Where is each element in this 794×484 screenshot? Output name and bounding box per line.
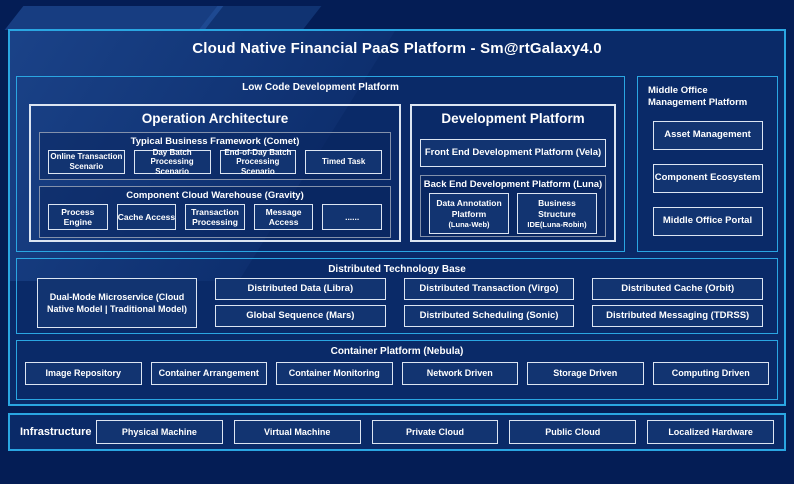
comet-title: Typical Business Framework (Comet) bbox=[130, 136, 300, 147]
distributed-item: Distributed Messaging (TDRSS) bbox=[592, 305, 764, 327]
back-end-title: Back End Development Platform (Luna) bbox=[423, 179, 603, 190]
container-item: Image Repository bbox=[25, 362, 142, 385]
gravity-item: Transaction Processing bbox=[185, 204, 245, 230]
infrastructure-item: Virtual Machine bbox=[233, 420, 361, 444]
gravity-items-row: Process Engine Cache Access Transaction … bbox=[40, 201, 390, 230]
component-cloud-warehouse-box: Component Cloud Warehouse (Gravity) Proc… bbox=[39, 186, 391, 238]
distributed-item: Distributed Scheduling (Sonic) bbox=[403, 305, 575, 327]
gravity-item: Message Access bbox=[253, 204, 314, 230]
dual-mode-microservice-box: Dual-Mode Microservice (Cloud Native Mod… bbox=[37, 278, 197, 328]
infrastructure-item: Physical Machine bbox=[96, 420, 223, 444]
leaf-line: (Luna-Web) bbox=[448, 219, 490, 229]
container-items-row: Image Repository Container Arrangement C… bbox=[17, 357, 777, 385]
container-item: Container Monitoring bbox=[276, 362, 393, 385]
middle-office-item: Component Ecosystem bbox=[652, 163, 763, 193]
distributed-column: Distributed Data (Libra) Global Sequence… bbox=[215, 278, 386, 327]
gravity-title: Component Cloud Warehouse (Gravity) bbox=[126, 190, 304, 201]
container-item: Computing Driven bbox=[652, 362, 769, 385]
middle-office-item: Asset Management bbox=[652, 120, 763, 150]
distributed-column: Distributed Cache (Orbit) Distributed Me… bbox=[592, 278, 764, 327]
front-end-platform-box: Front End Development Platform (Vela) bbox=[420, 139, 606, 167]
infrastructure-label: Infrastructure bbox=[20, 426, 92, 438]
comet-items-row: Online Transaction Scenario Day Batch Pr… bbox=[40, 147, 390, 176]
section-low-code-development-platform: Low Code Development Platform Operation … bbox=[16, 76, 625, 252]
data-annotation-platform-box: Data Annotation Platform (Luna-Web) bbox=[429, 193, 509, 234]
section-container-platform: Container Platform (Nebula) Image Reposi… bbox=[16, 340, 778, 400]
distributed-label: Distributed Technology Base bbox=[328, 264, 466, 275]
section-distributed-technology-base: Distributed Technology Base Dual-Mode Mi… bbox=[16, 258, 778, 334]
gravity-item: ...... bbox=[322, 204, 382, 230]
infrastructure-item: Public Cloud bbox=[509, 420, 637, 444]
distributed-item: Distributed Transaction (Virgo) bbox=[403, 278, 575, 300]
low-code-label: Low Code Development Platform bbox=[242, 82, 399, 93]
comet-item: End-of-Day Batch Processing Scenario bbox=[219, 148, 297, 176]
operation-architecture-title: Operation Architecture bbox=[141, 111, 289, 126]
leaf-line: Data Annotation bbox=[436, 197, 502, 208]
distributed-item: Distributed Data (Libra) bbox=[215, 278, 386, 300]
gravity-item: Cache Access bbox=[116, 204, 177, 230]
infrastructure-item: Private Cloud bbox=[371, 420, 499, 444]
distributed-item: Global Sequence (Mars) bbox=[215, 305, 386, 327]
comet-item: Day Batch Processing Scenario bbox=[133, 148, 211, 176]
leaf-line: IDE(Luna-Robin) bbox=[527, 219, 587, 229]
section-middle-office-management: Middle Office Management Platform Asset … bbox=[637, 76, 778, 252]
operation-architecture-box: Operation Architecture Typical Business … bbox=[29, 104, 401, 242]
page-title: Cloud Native Financial PaaS Platform - S… bbox=[192, 40, 602, 57]
section-infrastructure: Infrastructure Physical Machine Virtual … bbox=[8, 413, 786, 451]
container-item: Container Arrangement bbox=[150, 362, 267, 385]
container-item: Network Driven bbox=[401, 362, 518, 385]
infrastructure-items-row: Physical Machine Virtual Machine Private… bbox=[96, 420, 774, 444]
gravity-item: Process Engine bbox=[48, 204, 108, 230]
distributed-item: Distributed Cache (Orbit) bbox=[592, 278, 764, 300]
business-structure-ide-box: Business Structure IDE(Luna-Robin) bbox=[517, 193, 597, 234]
middle-office-items: Asset Management Component Ecosystem Mid… bbox=[648, 120, 767, 236]
container-platform-label: Container Platform (Nebula) bbox=[330, 346, 464, 357]
decorative-stripe bbox=[198, 6, 322, 30]
comet-item: Online Transaction Scenario bbox=[48, 150, 125, 174]
container-item: Storage Driven bbox=[527, 362, 644, 385]
distributed-column: Distributed Transaction (Virgo) Distribu… bbox=[403, 278, 575, 327]
typical-business-framework-box: Typical Business Framework (Comet) Onlin… bbox=[39, 132, 391, 180]
distributed-grid: Distributed Data (Libra) Global Sequence… bbox=[215, 278, 764, 327]
middle-office-label: Middle Office Management Platform bbox=[648, 85, 748, 109]
leaf-line: Structure bbox=[538, 208, 576, 219]
leaf-line: Platform bbox=[451, 208, 487, 219]
leaf-line: Business bbox=[538, 197, 576, 208]
infrastructure-item: Localized Hardware bbox=[647, 420, 774, 444]
middle-office-item: Middle Office Portal bbox=[652, 206, 763, 236]
development-platform-box: Development Platform Front End Developme… bbox=[410, 104, 616, 242]
decorative-stripe bbox=[4, 6, 224, 30]
back-end-platform-box: Back End Development Platform (Luna) Dat… bbox=[420, 175, 606, 237]
platform-frame: Cloud Native Financial PaaS Platform - S… bbox=[8, 29, 786, 406]
development-platform-title: Development Platform bbox=[441, 111, 585, 126]
back-end-items-row: Data Annotation Platform (Luna-Web) Busi… bbox=[421, 190, 605, 234]
comet-item: Timed Task bbox=[305, 150, 382, 174]
